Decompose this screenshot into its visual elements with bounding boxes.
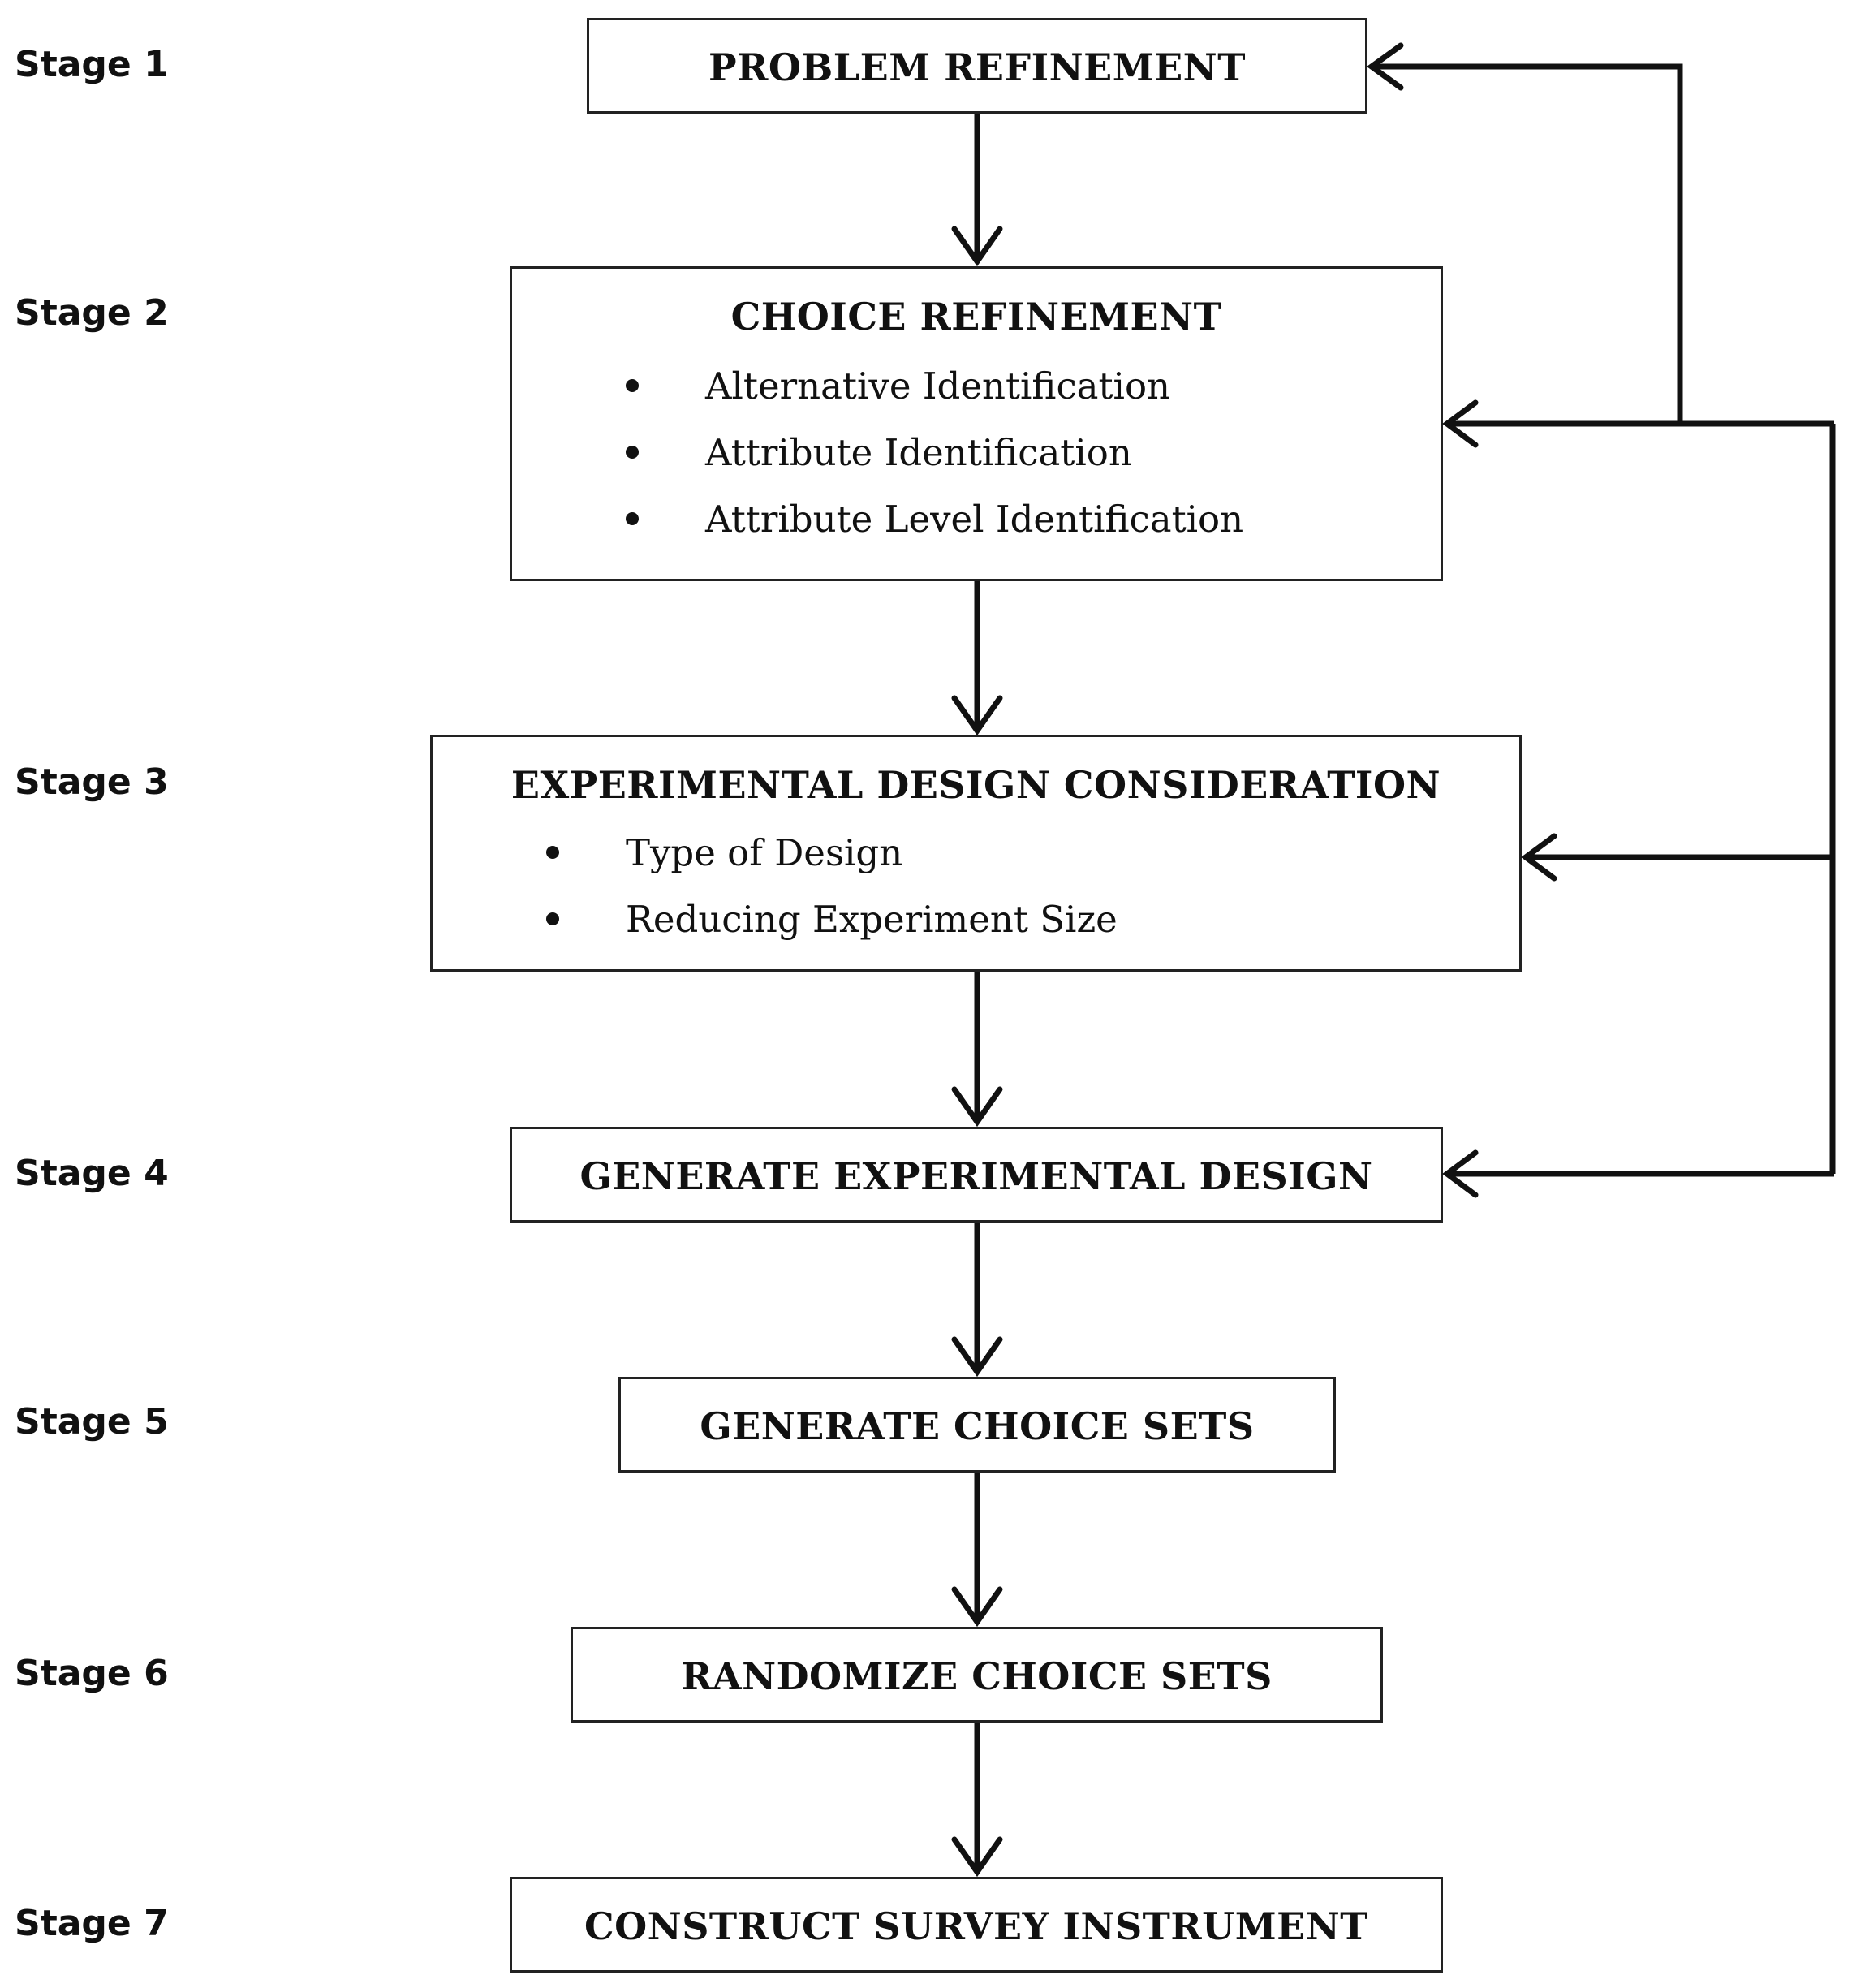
arrowhead-left-icon	[1442, 399, 1479, 448]
arrowhead-left-icon	[1367, 42, 1404, 91]
stage-2-bullet-text: Attribute Identification	[705, 431, 1132, 474]
arrowhead-left-icon	[1442, 1149, 1479, 1198]
arrowhead-down-icon	[951, 1086, 1003, 1128]
arrowhead-down-icon	[951, 1336, 1003, 1378]
stage-1-label: Stage 1	[15, 44, 169, 85]
arrowhead-left-icon	[1521, 833, 1557, 882]
stage-6-box: RANDOMIZE CHOICE SETS	[571, 1627, 1383, 1723]
stage-2-box: CHOICE REFINEMENT Alternative Identifica…	[510, 266, 1443, 581]
stage-7-title: CONSTRUCT SURVEY INSTRUMENT	[584, 1904, 1369, 1948]
bullet-icon	[626, 446, 639, 459]
stage-4-title: GENERATE EXPERIMENTAL DESIGN	[579, 1154, 1373, 1198]
stage-3-bullet-text: Type of Design	[626, 831, 903, 874]
arrowhead-down-icon	[951, 226, 1003, 267]
stage-4-box: GENERATE EXPERIMENTAL DESIGN	[510, 1127, 1443, 1223]
feedback-line-to-stage1	[1372, 63, 1683, 424]
stage-2-title: CHOICE REFINEMENT	[730, 295, 1222, 339]
stage-2-bullet-text: Alternative Identification	[705, 364, 1171, 408]
stage-7-label: Stage 7	[15, 1903, 169, 1944]
bullet-icon	[626, 512, 639, 525]
arrowhead-down-icon	[951, 1836, 1003, 1878]
arrowhead-down-icon	[951, 1586, 1003, 1628]
arrowhead-down-icon	[951, 695, 1003, 736]
stage-2-bullet-text: Attribute Level Identification	[705, 498, 1244, 541]
stage-5-label: Stage 5	[15, 1401, 169, 1442]
bullet-icon	[546, 912, 559, 925]
stage-6-title: RANDOMIZE CHOICE SETS	[681, 1654, 1273, 1698]
bullet-icon	[546, 846, 559, 859]
stage-1-box: PROBLEM REFINEMENT	[587, 18, 1367, 114]
stage-3-label: Stage 3	[15, 761, 169, 803]
bullet-icon	[626, 379, 639, 392]
stage-3-title: EXPERIMENTAL DESIGN CONSIDERATION	[510, 763, 1441, 807]
stage-1-title: PROBLEM REFINEMENT	[708, 45, 1246, 89]
stage-3-box: EXPERIMENTAL DESIGN CONSIDERATION Type o…	[430, 735, 1522, 972]
stage-6-label: Stage 6	[15, 1653, 169, 1694]
stage-2-label: Stage 2	[15, 292, 169, 334]
stage-3-bullet-text: Reducing Experiment Size	[626, 898, 1118, 941]
stage-7-box: CONSTRUCT SURVEY INSTRUMENT	[510, 1877, 1443, 1973]
stage-4-label: Stage 4	[15, 1153, 169, 1194]
stage-5-box: GENERATE CHOICE SETS	[618, 1377, 1336, 1473]
stage-5-title: GENERATE CHOICE SETS	[700, 1404, 1255, 1448]
